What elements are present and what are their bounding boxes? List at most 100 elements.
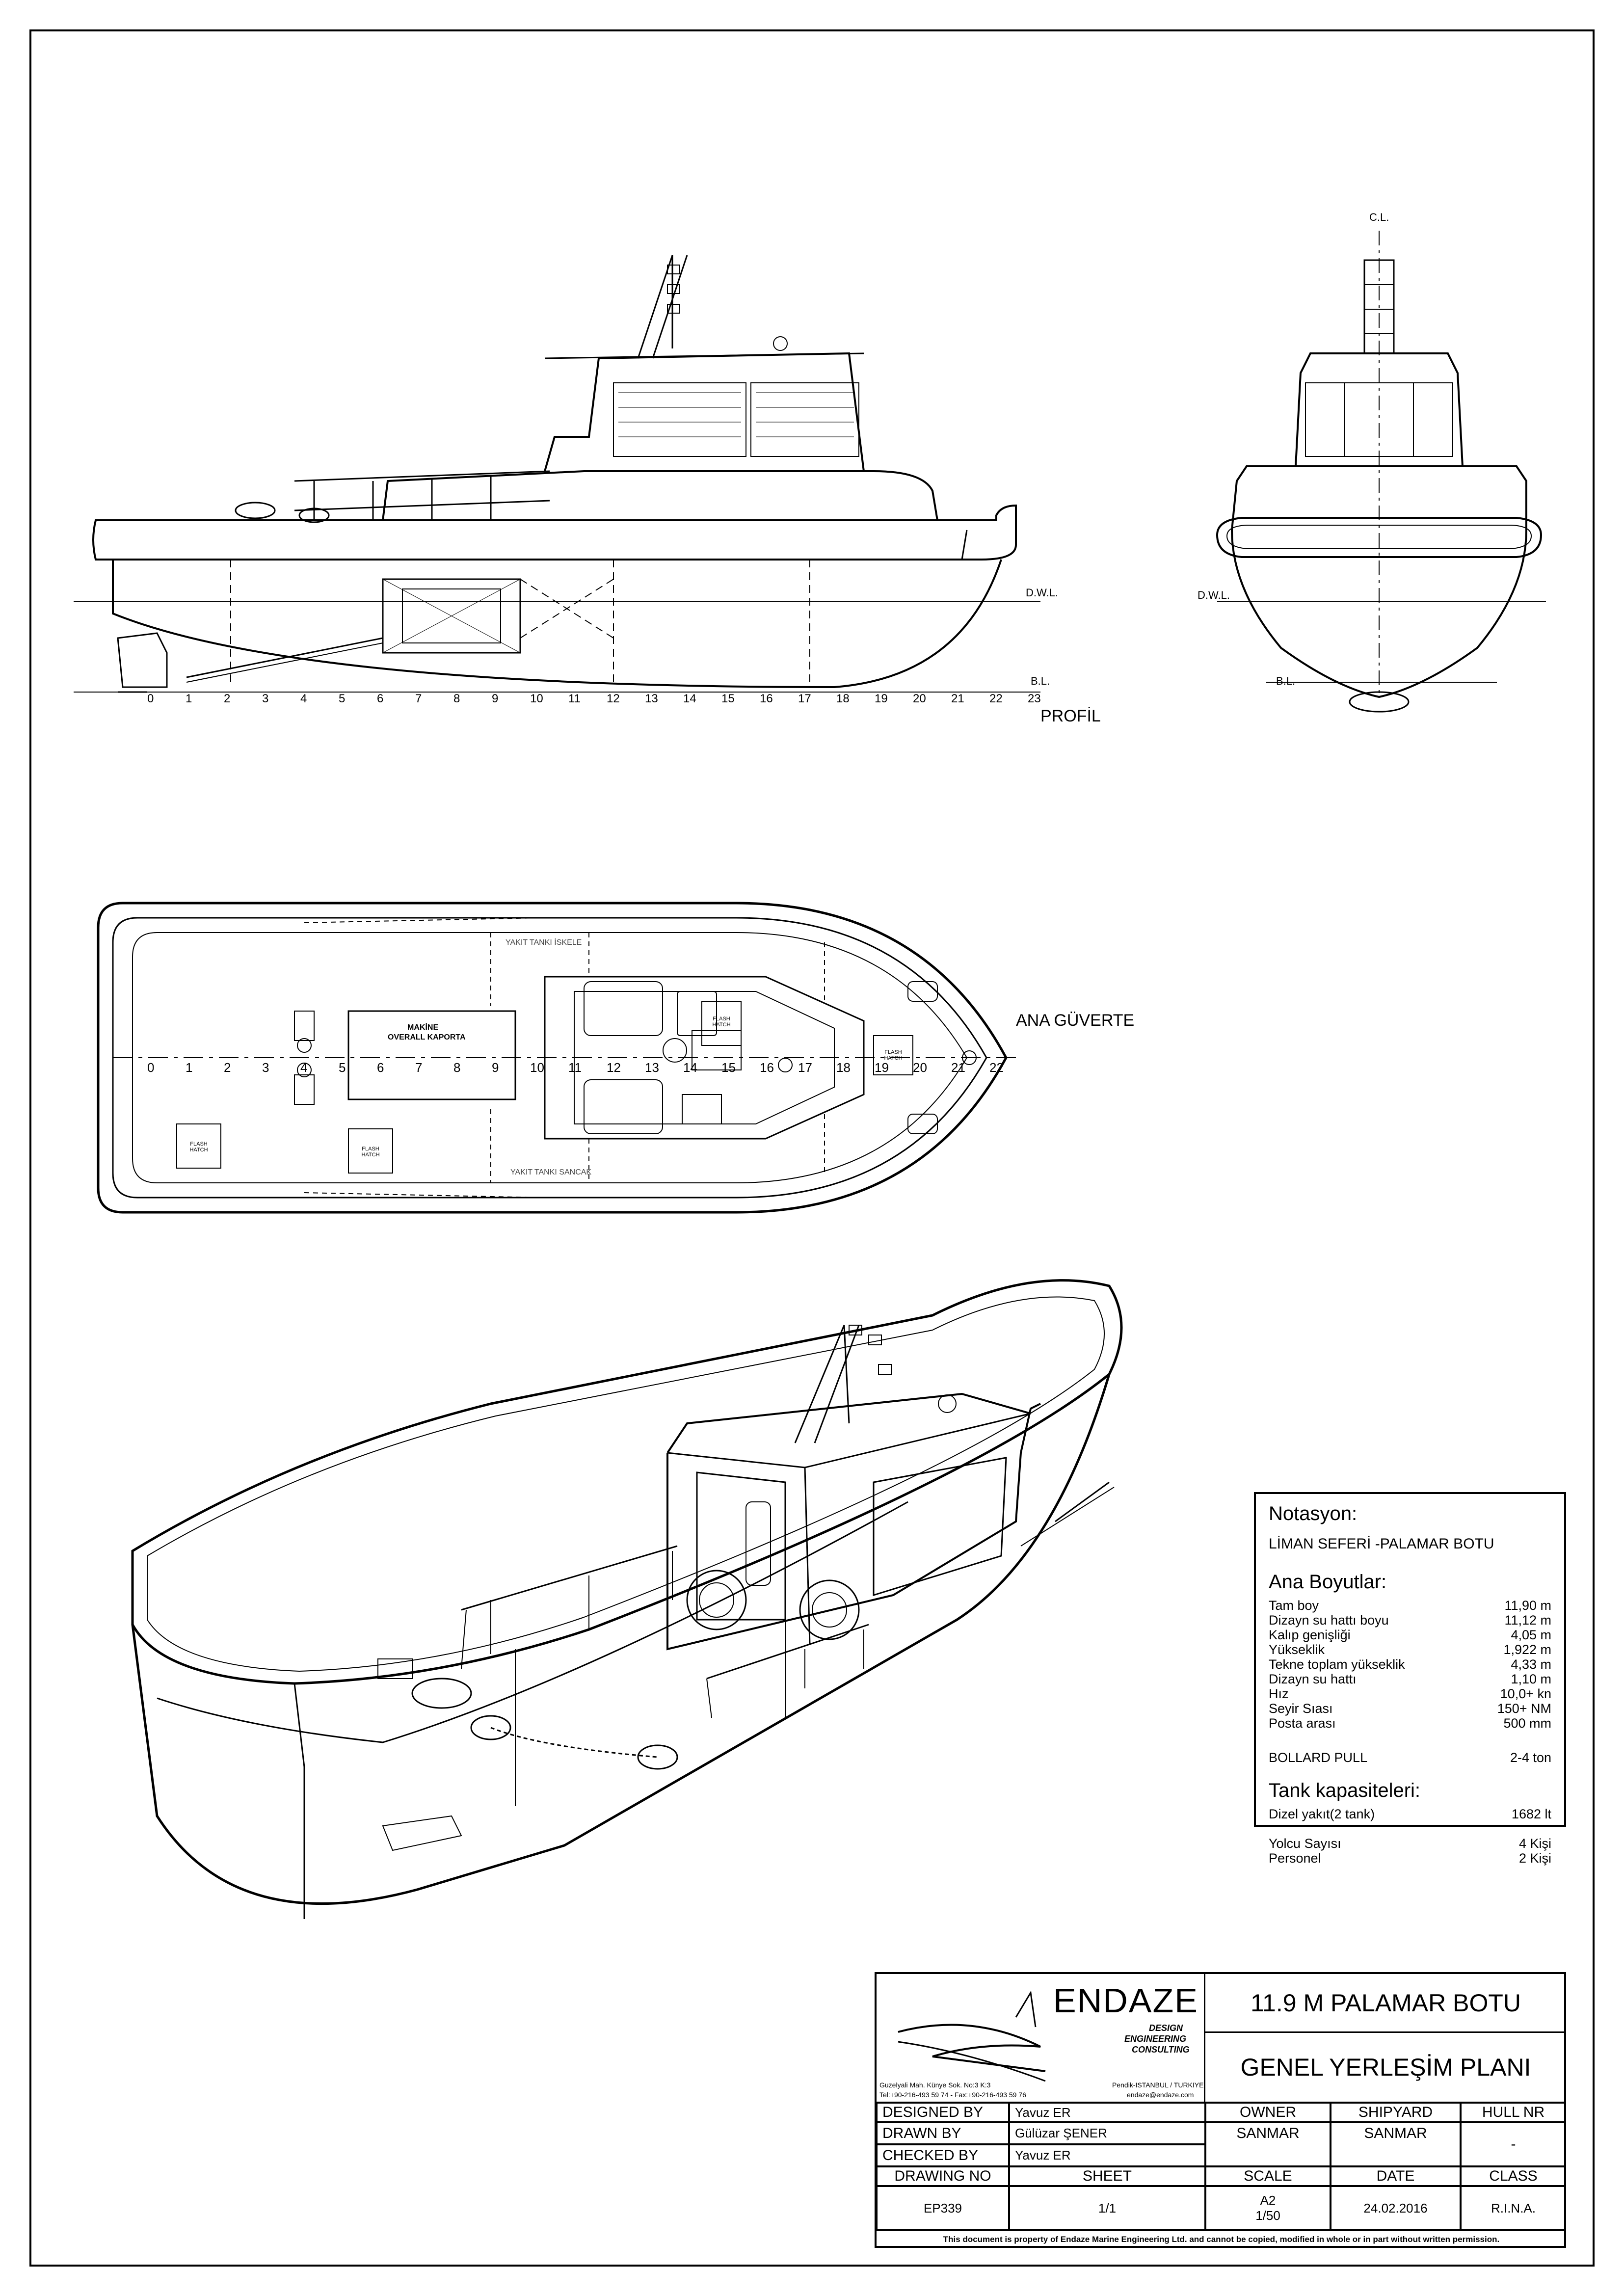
profile-frame-number: 22	[989, 692, 1003, 705]
dimension-value: 11,12 m	[1504, 1613, 1551, 1628]
profile-frame-number: 3	[262, 692, 269, 705]
dimension-value: 11,90 m	[1504, 1598, 1551, 1613]
deck-frame-number: 11	[568, 1060, 582, 1075]
shipyard-label: SHIPYARD	[1331, 2103, 1461, 2122]
profile-frame-number: 12	[607, 692, 620, 705]
dimension-label: Yükseklik	[1269, 1642, 1325, 1657]
profile-frame-number: 21	[951, 692, 964, 705]
deck-frame-number: 20	[913, 1060, 927, 1075]
dimension-value: 10,0+ kn	[1500, 1686, 1551, 1701]
hull-nr-value: -	[1461, 2122, 1566, 2166]
logo-cell	[877, 1974, 1205, 2103]
body-plan-view	[1216, 231, 1546, 713]
dimension-value: 4,05 m	[1511, 1628, 1551, 1642]
designed-by-value: Yavuz ER	[1009, 2103, 1205, 2122]
deck-title: ANA GÜVERTE	[1016, 1011, 1135, 1030]
profile-frame-number: 9	[492, 692, 499, 705]
dimension-label: Kalıp genişliği	[1269, 1628, 1351, 1642]
fuel-tank-stbd-label: YAKIT TANKI SANCAK	[510, 1168, 592, 1176]
profile-frame-number: 7	[415, 692, 422, 705]
passengers-row: Yolcu Sayısı 4 Kişi	[1269, 1836, 1551, 1851]
profile-frame-number: 10	[530, 692, 543, 705]
passengers-label: Yolcu Sayısı	[1269, 1836, 1341, 1851]
project-title: 11.9 M PALAMAR BOTU	[1205, 1974, 1566, 2033]
flash-hatch-label-3: FLASH HATCH	[712, 1016, 731, 1028]
profile-frame-number: 11	[568, 692, 581, 705]
deck-frame-number: 3	[262, 1060, 269, 1075]
notation-heading: Notasyon:	[1269, 1503, 1358, 1524]
drawn-by-value: Gülüzar ŞENER	[1009, 2122, 1205, 2144]
deck-frame-number: 12	[607, 1060, 621, 1075]
profile-frame-number: 5	[339, 692, 346, 705]
dimension-value: 4,33 m	[1511, 1657, 1551, 1672]
profile-frame-number: 0	[147, 692, 154, 705]
profile-frame-number: 14	[683, 692, 696, 705]
profile-frame-number: 23	[1028, 692, 1041, 705]
scale-value: A2 1/50	[1205, 2186, 1331, 2230]
bollard-pull-row: BOLLARD PULL 2-4 ton	[1269, 1750, 1551, 1765]
sheet-value: 1/1	[1009, 2186, 1205, 2230]
deck-frame-number: 6	[377, 1060, 384, 1075]
flash-hatch-label-4: FLASH HATCH	[884, 1049, 903, 1061]
deck-frame-number: 19	[875, 1060, 889, 1075]
tagline-design: DESIGN	[1149, 2023, 1183, 2033]
designed-by-label: DESIGNED BY	[877, 2103, 1009, 2122]
bollard-pull-value: 2-4 ton	[1510, 1750, 1551, 1765]
deck-frame-number: 13	[645, 1060, 659, 1075]
main-deck-plan	[97, 902, 1021, 1214]
passengers-value: 4 Kişi	[1518, 1836, 1551, 1851]
main-dimensions-heading: Ana Boyutlar:	[1269, 1571, 1387, 1593]
dimension-row: Dizayn su hattı boyu 11,12 m	[1269, 1613, 1551, 1628]
dimension-row: Hız 10,0+ kn	[1269, 1686, 1551, 1701]
owner-label: OWNER	[1205, 2103, 1331, 2122]
dimension-label: Dizayn su hattı	[1269, 1672, 1357, 1686]
profile-dwl-label: D.W.L.	[1026, 587, 1059, 599]
address-line-2: Pendik-ISTANBUL / TURKIYE	[1112, 2081, 1204, 2089]
shipyard-value: SANMAR	[1331, 2122, 1461, 2166]
tank-capacity-heading: Tank kapasiteleri:	[1269, 1780, 1421, 1801]
profile-frame-number: 2	[224, 692, 231, 705]
crew-value: 2 Kişi	[1518, 1851, 1551, 1866]
deck-frame-number: 2	[224, 1060, 231, 1075]
tank-label: Dizel yakıt(2 tank)	[1269, 1807, 1375, 1821]
notation-box: Notasyon: LİMAN SEFERİ -PALAMAR BOTU Ana…	[1254, 1492, 1566, 1866]
company-name: ENDAZE	[1053, 1981, 1198, 2020]
class-label: CLASS	[1461, 2166, 1566, 2186]
checked-by-value: Yavuz ER	[1009, 2144, 1205, 2166]
dimension-label: Dizayn su hattı boyu	[1269, 1613, 1389, 1628]
address-line-1: Guzelyali Mah. Künye Sok. No:3 K:3	[879, 2081, 991, 2089]
scale-ratio: 1/50	[1255, 2208, 1280, 2223]
class-value: R.I.N.A.	[1461, 2186, 1566, 2230]
hull-nr-label: HULL NR	[1461, 2103, 1566, 2122]
profile-title: PROFİL	[1040, 707, 1101, 725]
deck-frame-number: 17	[798, 1060, 812, 1075]
drawing-no-label: DRAWING NO	[877, 2166, 1009, 2186]
deck-frame-number: 15	[721, 1060, 736, 1075]
deck-frame-number: 5	[339, 1060, 346, 1075]
checked-by-label: CHECKED BY	[877, 2144, 1009, 2166]
body-plan-cl-label: C.L.	[1369, 211, 1389, 223]
ownership-disclaimer: This document is property of Endaze Mari…	[877, 2230, 1566, 2248]
profile-frame-number: 15	[721, 692, 735, 705]
tagline-consulting: CONSULTING	[1132, 2045, 1190, 2055]
profile-frame-number: 16	[760, 692, 773, 705]
dimension-label: Hız	[1269, 1686, 1289, 1701]
crew-row: Personel 2 Kişi	[1269, 1851, 1551, 1866]
tank-row: Dizel yakıt(2 tank) 1682 lt	[1269, 1807, 1551, 1821]
deck-frame-number: 0	[147, 1060, 155, 1075]
body-plan-bl-label: B.L.	[1276, 675, 1296, 687]
dimension-value: 500 mm	[1503, 1716, 1551, 1731]
drawing-border	[29, 29, 1595, 2267]
tank-value: 1682 lt	[1511, 1807, 1551, 1821]
deck-frame-number: 22	[989, 1060, 1004, 1075]
profile-frame-number: 8	[453, 692, 460, 705]
email: endaze@endaze.com	[1127, 2091, 1194, 2099]
fuel-tank-port-label: YAKIT TANKI İSKELE	[506, 938, 582, 947]
drawing-title: GENEL YERLEŞİM PLANI	[1205, 2033, 1566, 2103]
deck-frame-number: 10	[530, 1060, 544, 1075]
